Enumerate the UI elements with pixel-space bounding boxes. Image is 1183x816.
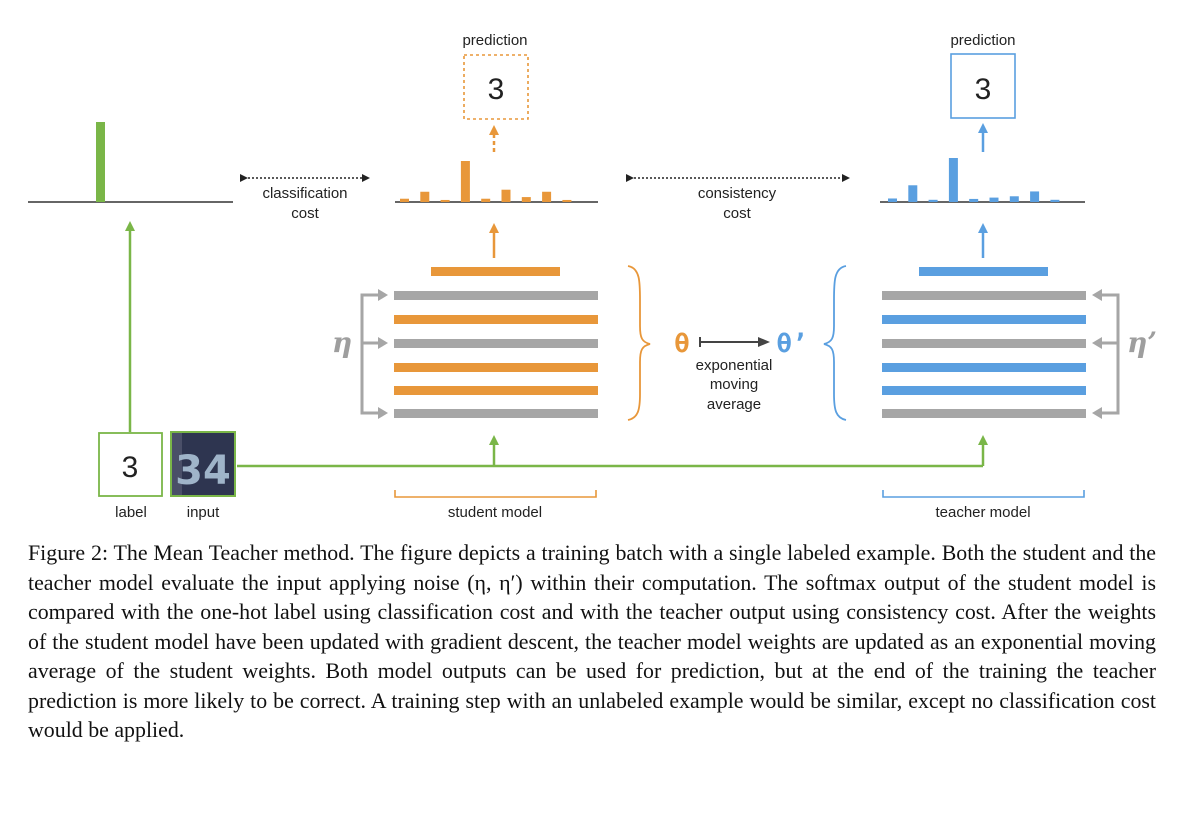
teacher-noise-layer xyxy=(882,339,1086,348)
student-noise-bracket xyxy=(360,293,380,415)
teacher-layer xyxy=(882,386,1086,395)
teacher-prediction-value: 3 xyxy=(975,73,992,106)
student-softmax-bar xyxy=(562,199,572,202)
student-noise-layer xyxy=(394,409,598,418)
input-image-shade xyxy=(172,433,182,495)
classification-cost: classification cost xyxy=(240,174,370,222)
consistency-cost-line1: consistency xyxy=(698,185,777,202)
student-model: η student model xyxy=(332,223,651,521)
student-prediction-value: 3 xyxy=(488,73,505,106)
teacher-noise-eta: η’ xyxy=(1127,326,1157,359)
teacher-model: η’ teacher model xyxy=(823,223,1157,521)
student-softmax-chart xyxy=(395,161,598,203)
classification-cost-line1: classification xyxy=(262,185,347,202)
figure-number: Figure 2: xyxy=(28,540,109,565)
student-noise-eta: η xyxy=(332,326,352,359)
student-noise-arrowhead xyxy=(378,407,388,419)
teacher-weights-brace xyxy=(823,265,847,421)
student-layer xyxy=(394,386,598,395)
student-output-layer xyxy=(431,267,560,276)
student-model-bracket xyxy=(394,490,597,498)
teacher-softmax-bar xyxy=(969,198,979,202)
student-weights-brace xyxy=(627,265,651,421)
teacher-model-bracket xyxy=(882,490,1085,498)
student-softmax-bar xyxy=(460,161,470,202)
ema-line1: exponential xyxy=(696,357,773,374)
teacher-softmax-bar xyxy=(1030,191,1040,202)
input-image-digits: 34 xyxy=(175,448,231,494)
teacher-noise-arrowhead xyxy=(1092,407,1102,419)
student-layer xyxy=(394,363,598,372)
student-softmax-bar xyxy=(501,189,511,202)
student-prediction-title: prediction xyxy=(462,32,527,49)
teacher-model-label: teacher model xyxy=(935,504,1030,521)
teacher-softmax-bar xyxy=(1009,196,1019,202)
label-box: 3 label xyxy=(98,432,163,521)
theta-teacher: θ’ xyxy=(776,329,807,359)
teacher-prediction-title: prediction xyxy=(950,32,1015,49)
teacher-noise-arrowhead xyxy=(1092,289,1102,301)
theta-student: θ xyxy=(674,329,690,359)
teacher-noise-bracket xyxy=(1100,293,1120,415)
classification-cost-line2: cost xyxy=(291,205,319,222)
student-prediction-box xyxy=(463,54,529,120)
teacher-prediction: prediction 3 xyxy=(950,32,1016,152)
student-softmax-bar xyxy=(400,198,409,202)
teacher-softmax-bar xyxy=(1050,199,1060,202)
input-image: 34 input xyxy=(170,431,236,521)
student-noise-layer xyxy=(394,339,598,348)
label-caption: label xyxy=(115,504,147,521)
student-prediction: prediction 3 xyxy=(462,32,529,152)
student-softmax-bar xyxy=(542,191,552,202)
teacher-noise-layer xyxy=(882,291,1086,300)
teacher-softmax-chart xyxy=(880,158,1085,203)
one-hot-bar xyxy=(96,122,105,202)
teacher-softmax-bar xyxy=(989,197,999,202)
teacher-prediction-box xyxy=(950,53,1016,119)
teacher-layer xyxy=(882,315,1086,324)
input-routing xyxy=(125,221,983,468)
consistency-cost: consistency cost xyxy=(626,174,850,222)
teacher-softmax-bar xyxy=(888,198,897,202)
figure-caption: Figure 2: The Mean Teacher method. The f… xyxy=(28,538,1156,745)
student-layer xyxy=(394,315,598,324)
student-softmax-bar xyxy=(440,199,450,202)
label-box-frame xyxy=(98,432,163,497)
student-model-label: student model xyxy=(448,504,542,521)
teacher-softmax-bar xyxy=(948,158,958,202)
student-noise-layer xyxy=(394,291,598,300)
label-value: 3 xyxy=(122,451,139,484)
student-softmax-bar xyxy=(521,197,531,202)
ema-line3: average xyxy=(707,396,761,413)
teacher-noise-arrowhead xyxy=(1092,337,1102,349)
student-softmax-bar xyxy=(420,191,430,202)
student-noise-arrowhead xyxy=(378,289,388,301)
consistency-cost-line2: cost xyxy=(723,205,751,222)
teacher-softmax-bar xyxy=(928,199,938,202)
ema-line2: moving xyxy=(710,376,758,393)
teacher-noise-layer xyxy=(882,409,1086,418)
one-hot-label-chart xyxy=(28,122,233,203)
teacher-output-layer xyxy=(919,267,1048,276)
student-softmax-bar xyxy=(481,198,491,202)
input-caption: input xyxy=(187,504,220,521)
figure-caption-text: The Mean Teacher method. The figure depi… xyxy=(28,540,1157,742)
student-noise-arrowhead xyxy=(378,337,388,349)
ema-update: θ θ’ exponential moving average xyxy=(674,329,807,413)
teacher-softmax-bar xyxy=(908,185,918,202)
mean-teacher-diagram: classification cost prediction 3 consist… xyxy=(28,32,1157,521)
teacher-layer xyxy=(882,363,1086,372)
